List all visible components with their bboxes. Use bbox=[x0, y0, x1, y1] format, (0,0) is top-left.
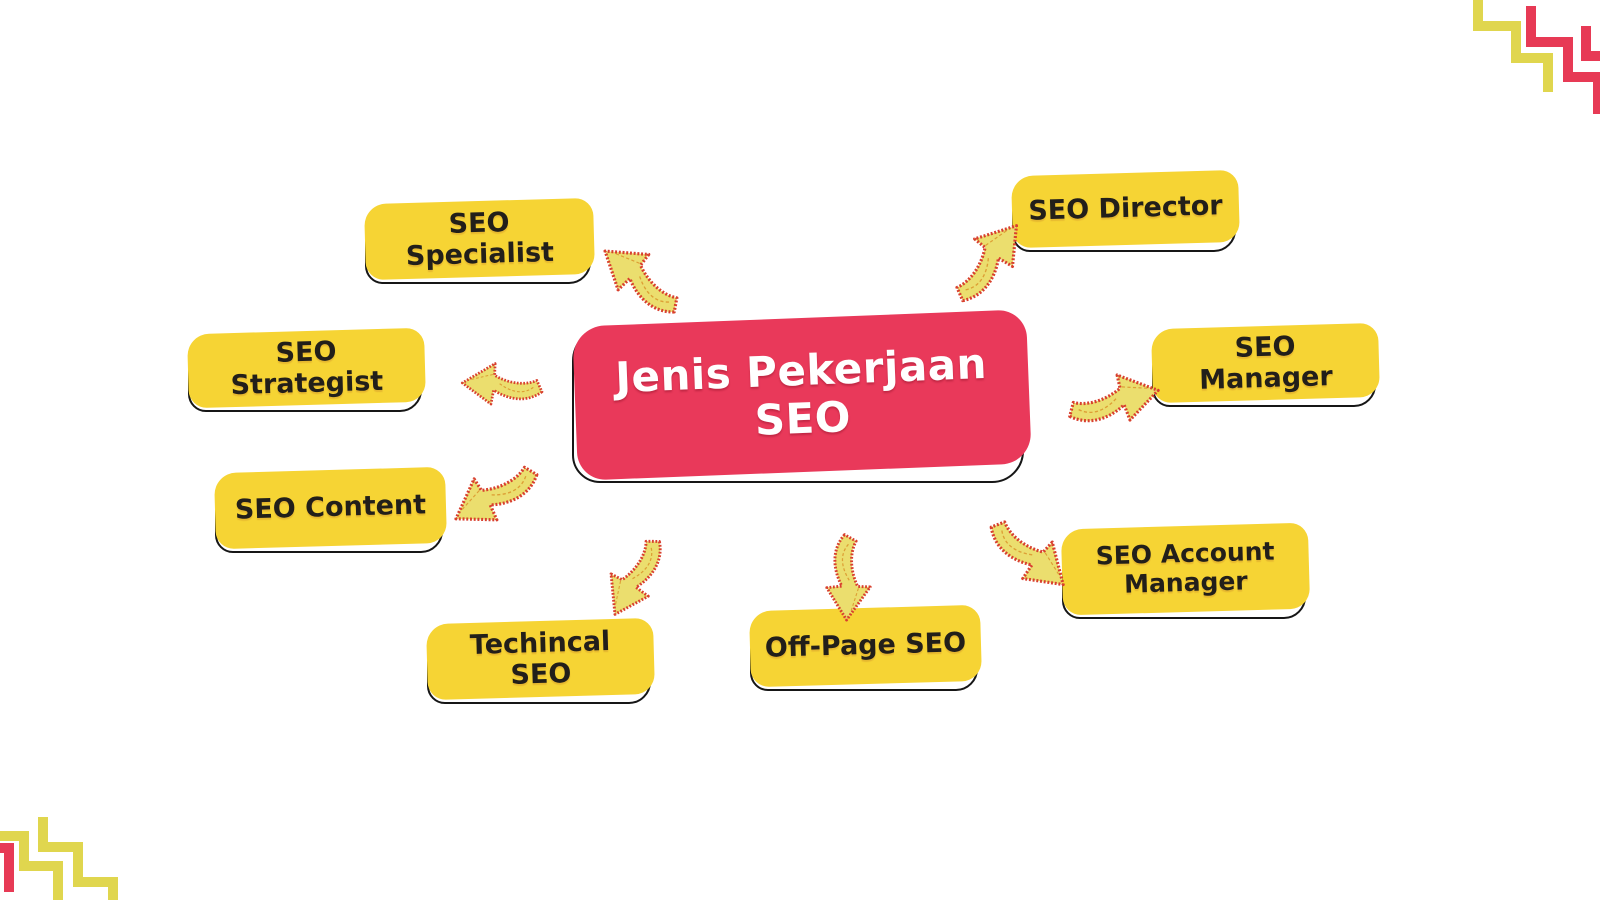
node-fill: SEO Manager bbox=[1151, 322, 1380, 404]
arrow-to-techincal-seo-icon bbox=[604, 534, 663, 621]
center-node-label: Jenis Pekerjaan SEO bbox=[614, 338, 988, 445]
center-node-fill: Jenis Pekerjaan SEO bbox=[572, 309, 1032, 481]
node-seo-manager: SEO Manager bbox=[1151, 322, 1380, 407]
node-seo-strategist: SEO Strategist bbox=[187, 327, 426, 412]
node-label: SEO Director bbox=[1027, 190, 1224, 228]
node-seo-content: SEO Content bbox=[213, 466, 448, 553]
arrow-to-seo-content-icon bbox=[446, 444, 541, 545]
node-techincal-seo: Techincal SEO bbox=[425, 617, 656, 704]
node-label: SEO Specialist bbox=[405, 207, 555, 273]
node-fill: SEO Director bbox=[1011, 169, 1240, 249]
node-fill: SEO Strategist bbox=[187, 327, 426, 409]
node-label: SEO Account Manager bbox=[1095, 536, 1275, 599]
node-label: SEO Strategist bbox=[230, 336, 384, 402]
node-label: SEO Content bbox=[234, 489, 427, 527]
node-off-page-seo: Off-Page SEO bbox=[748, 604, 983, 691]
node-seo-director: SEO Director bbox=[1011, 169, 1240, 252]
node-seo-specialist: SEO Specialist bbox=[363, 197, 596, 284]
arrow-to-seo-strategist-icon bbox=[458, 351, 544, 418]
center-node: Jenis Pekerjaan SEO bbox=[572, 309, 1032, 483]
node-fill: SEO Account Manager bbox=[1060, 522, 1311, 616]
node-fill: SEO Specialist bbox=[363, 197, 596, 281]
node-fill: SEO Content bbox=[213, 466, 448, 550]
node-label: SEO Manager bbox=[1198, 331, 1334, 396]
node-fill: Techincal SEO bbox=[425, 617, 656, 701]
arrow-to-seo-manager-icon bbox=[1067, 367, 1162, 432]
corner-zigzag-top-right-icon bbox=[1473, 0, 1600, 114]
arrow-to-seo-specialist-icon bbox=[591, 240, 690, 316]
node-seo-account-manager: SEO Account Manager bbox=[1060, 522, 1311, 619]
node-label: Techincal SEO bbox=[469, 626, 611, 691]
corner-zigzag-bottom-left-icon bbox=[0, 817, 118, 900]
